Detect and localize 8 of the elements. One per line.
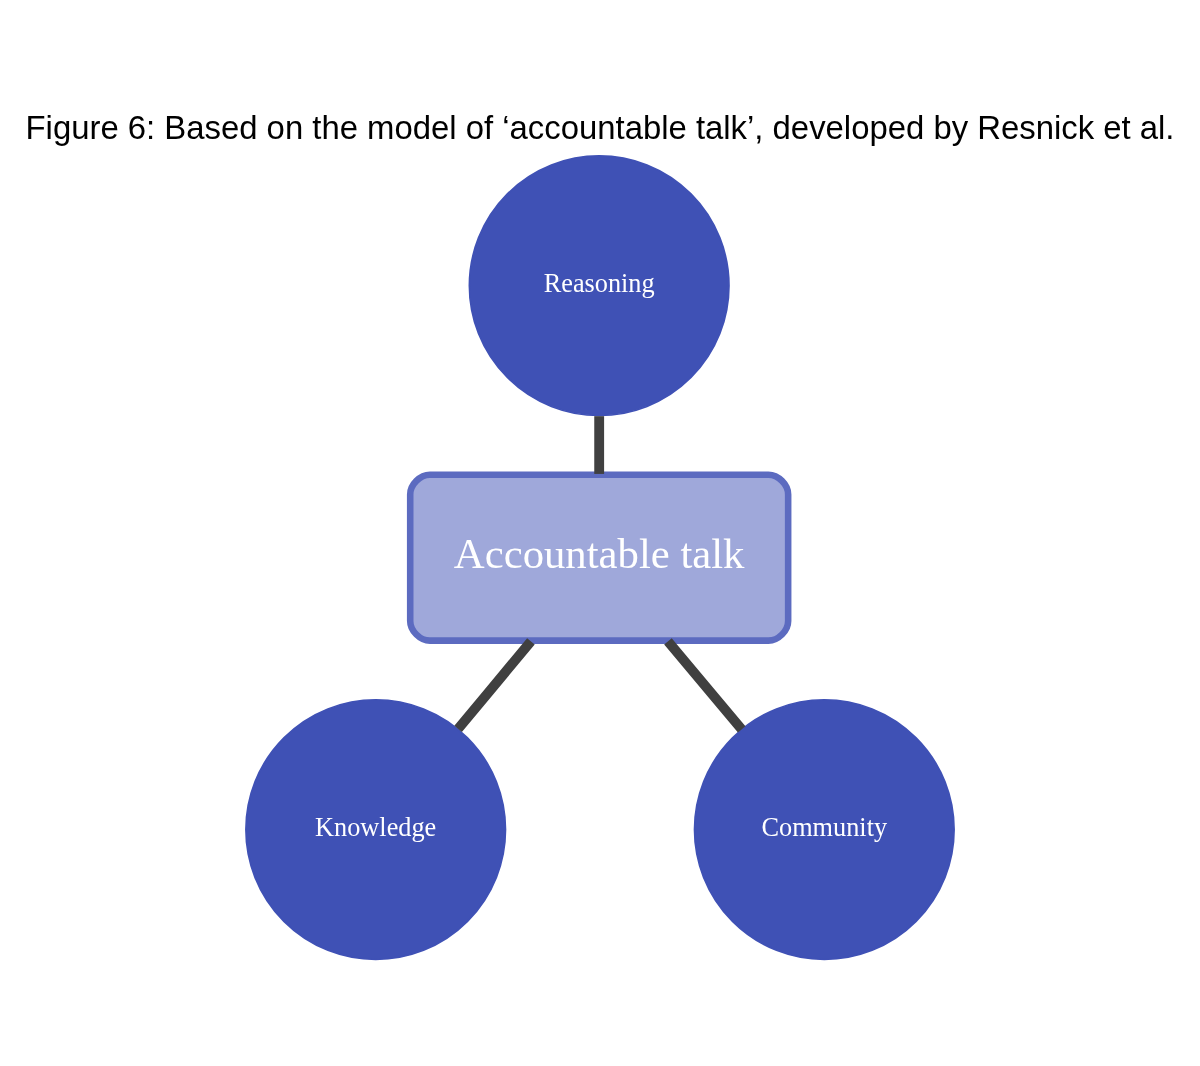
connector [454, 638, 535, 733]
node-circle: Community [693, 698, 955, 961]
connector [664, 638, 746, 733]
node-box: Accountable talk [406, 471, 792, 644]
diagram-title: Figure 6: Based on the model of ‘accountable talk’, developed by Resnick et al. [25, 109, 1175, 147]
node-circle: Reasoning [468, 155, 730, 417]
node-circle: Knowledge [245, 698, 507, 961]
connector [594, 416, 605, 474]
